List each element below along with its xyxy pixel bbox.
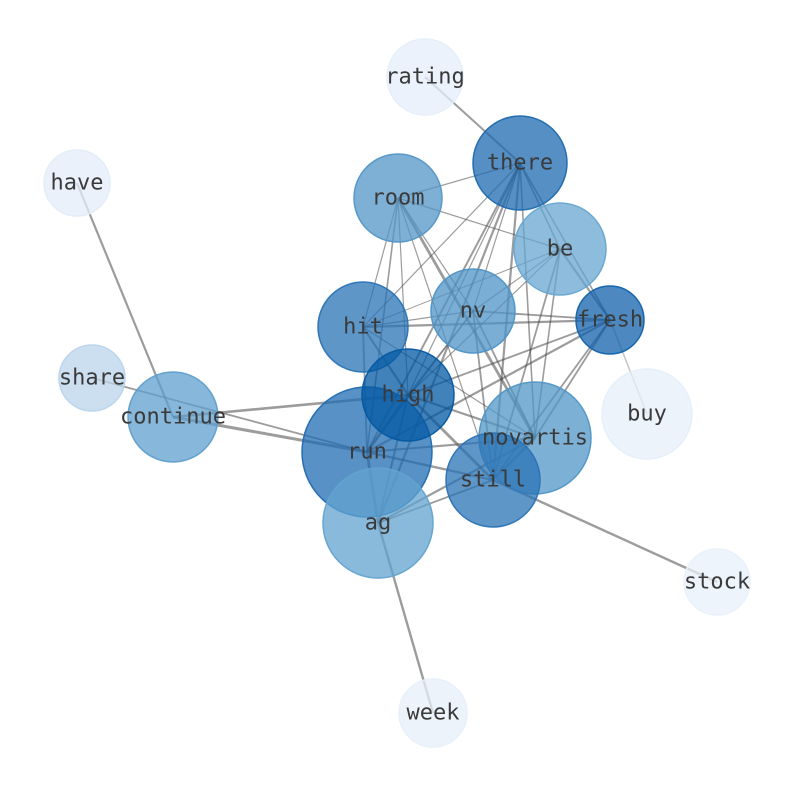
- graph-node-be: [513, 202, 607, 296]
- graph-node-still: [445, 432, 541, 528]
- graph-node-high: [361, 348, 455, 442]
- graph-node-fresh: [575, 285, 645, 355]
- graph-node-rating: [386, 38, 464, 116]
- graph-node-share: [58, 344, 126, 412]
- graph-node-stock: [683, 548, 751, 616]
- graph-node-hit: [317, 281, 409, 373]
- graph-node-buy: [601, 368, 693, 460]
- graph-node-ag: [322, 467, 434, 579]
- graph-node-there: [472, 115, 568, 211]
- graph-node-continue: [127, 371, 219, 463]
- graph-node-week: [398, 678, 468, 748]
- graph-node-room: [353, 153, 443, 243]
- graph-node-nv: [430, 268, 516, 354]
- graph-node-have: [43, 149, 111, 217]
